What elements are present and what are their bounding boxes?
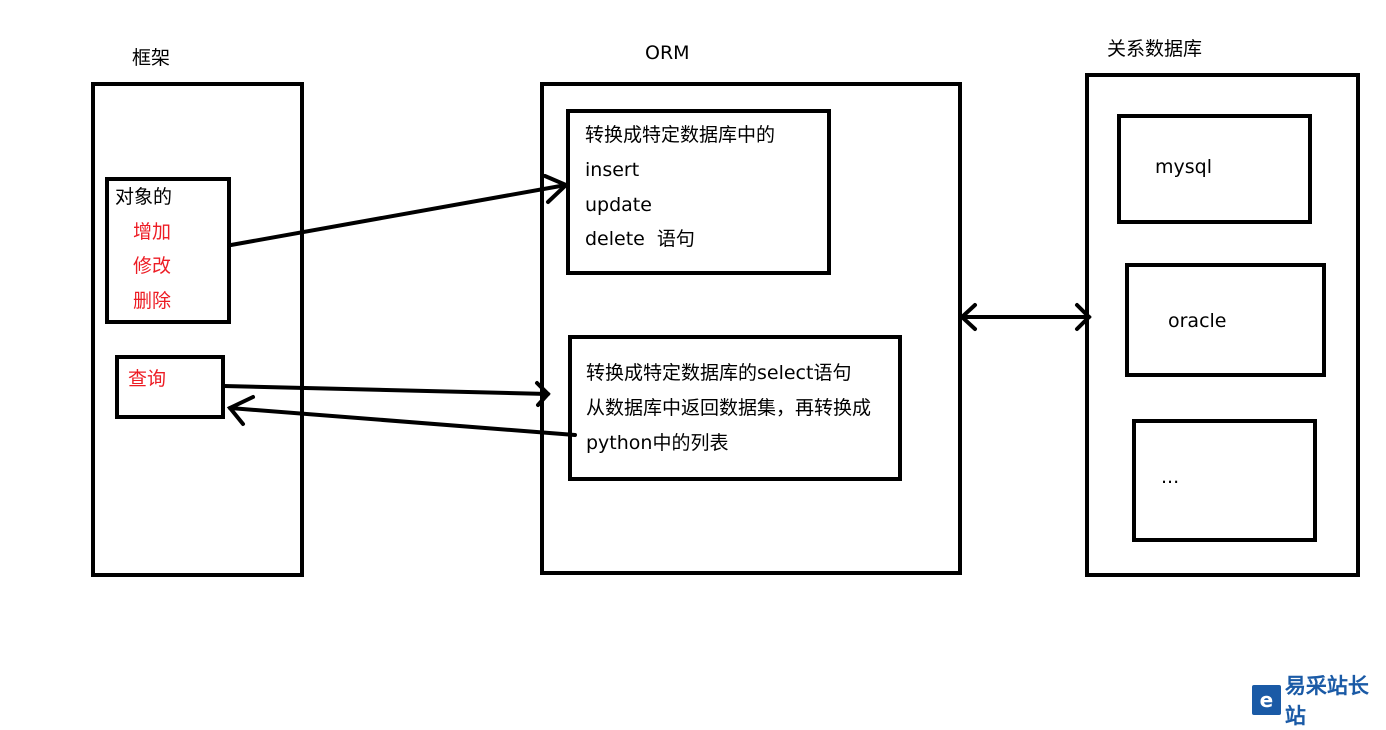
op-update: 修改: [133, 255, 172, 277]
orm-title: ORM: [645, 42, 690, 64]
db-box: [1085, 73, 1360, 577]
op-delete: 删除: [133, 290, 172, 312]
orm-read-line: python中的列表: [586, 432, 729, 454]
db-item-other: ...: [1161, 466, 1180, 488]
object-label: 对象的: [115, 186, 173, 208]
object-ops-box: [105, 177, 231, 324]
framework-title: 框架: [132, 47, 171, 69]
oracle-box: [1125, 263, 1326, 377]
result-arrow: [226, 395, 577, 437]
db-double-arrow: [959, 303, 1092, 331]
db-item-mysql: mysql: [1155, 156, 1212, 178]
orm-write-line: update: [585, 194, 652, 216]
db-item-oracle: oracle: [1168, 310, 1227, 332]
mysql-box: [1117, 114, 1312, 224]
orm-write-line: delete 语句: [585, 228, 695, 250]
diagram-canvas: [91, 73, 1360, 577]
orm-write-box: [566, 109, 831, 275]
orm-box: [540, 82, 962, 575]
orm-read-box: [568, 335, 902, 481]
framework-box: [91, 82, 304, 577]
orm-write-line: insert: [585, 159, 640, 181]
orm-write-line: 转换成特定数据库中的: [585, 124, 776, 146]
query-arrow: [222, 381, 551, 407]
db-title: 关系数据库: [1107, 38, 1203, 60]
watermark-logo-icon: e: [1252, 685, 1281, 715]
watermark-text: 易采站长站: [1284, 674, 1369, 728]
other-db-box: [1132, 419, 1317, 542]
write-arrow: [229, 174, 570, 247]
watermark: e 易采站长站: [1252, 670, 1386, 730]
orm-read-line: 转换成特定数据库的select语句: [586, 362, 852, 384]
op-query: 查询: [128, 368, 167, 390]
op-add: 增加: [133, 221, 172, 243]
orm-read-line: 从数据库中返回数据集，再转换成: [586, 397, 872, 419]
